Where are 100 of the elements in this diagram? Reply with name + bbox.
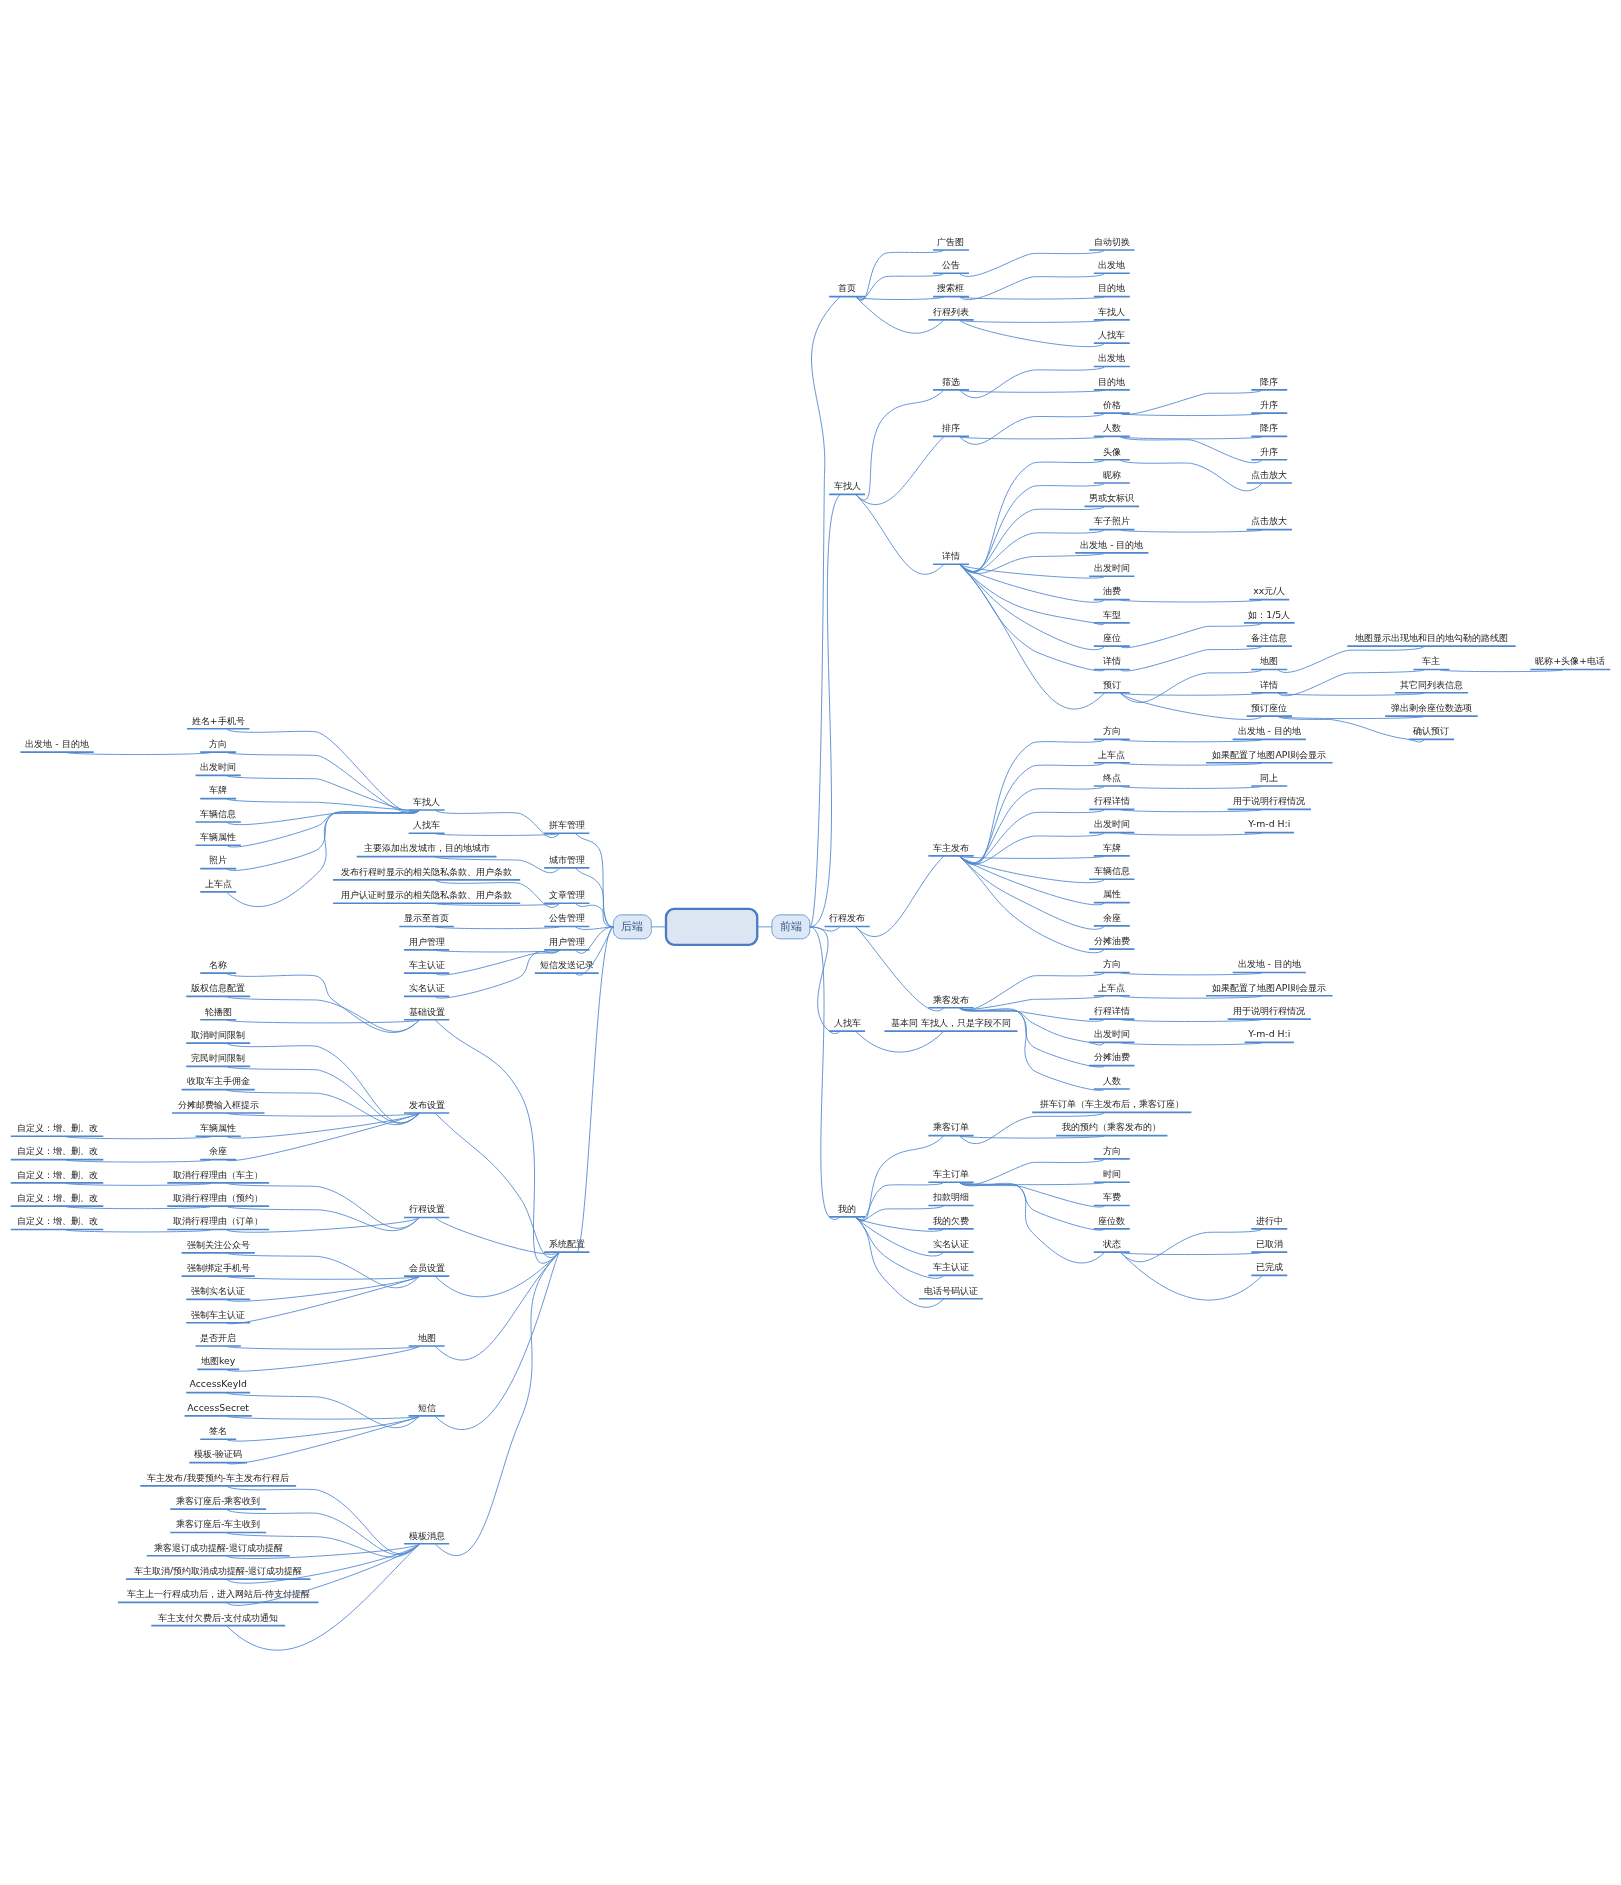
node-text: 系统配置 bbox=[548, 1237, 585, 1249]
connector bbox=[959, 855, 1105, 859]
node-text: 出发地 - 目的地 bbox=[1237, 958, 1301, 970]
connector bbox=[575, 926, 614, 976]
node-text: 完民时间限制 bbox=[191, 1052, 246, 1064]
connector bbox=[434, 949, 560, 976]
node-text: 出发时间 bbox=[1093, 562, 1130, 574]
connector bbox=[434, 856, 560, 874]
connector bbox=[959, 564, 1105, 710]
node-text: 基本同 车找人，只是字段不同 bbox=[891, 1016, 1011, 1028]
node-text: 城市管理 bbox=[548, 853, 585, 865]
connector bbox=[1120, 972, 1263, 976]
node-text: 扣款明细 bbox=[933, 1191, 969, 1203]
connector bbox=[959, 1182, 1105, 1186]
node-text: 签名 bbox=[209, 1425, 228, 1437]
connector bbox=[1120, 1252, 1263, 1301]
node-text: 已完成 bbox=[1255, 1261, 1283, 1273]
node-text: 昵称 bbox=[1102, 468, 1121, 480]
connector bbox=[959, 1182, 1105, 1264]
connector bbox=[226, 1532, 420, 1558]
connector bbox=[959, 436, 1105, 440]
node-text: 车主 bbox=[1422, 655, 1441, 667]
node-text: 自定义：增、删、改 bbox=[16, 1191, 98, 1203]
node-text: 取消时间限制 bbox=[191, 1028, 246, 1040]
node-text: 预订座位 bbox=[1251, 701, 1288, 713]
node-text: 出发时间 bbox=[1093, 818, 1130, 830]
node-text: 其它同列表信息 bbox=[1399, 678, 1463, 690]
connector bbox=[226, 728, 420, 814]
connector bbox=[226, 1252, 420, 1289]
connector bbox=[855, 1216, 945, 1232]
connector bbox=[855, 926, 945, 1012]
node-text: 拼车管理 bbox=[548, 819, 585, 831]
node-text: 主要添加出发城市，目的地城市 bbox=[363, 842, 490, 854]
connector bbox=[756, 926, 773, 928]
node-text: 收取车主手佣金 bbox=[186, 1075, 250, 1087]
connector bbox=[1120, 529, 1263, 533]
connector bbox=[959, 564, 1105, 626]
connector bbox=[959, 319, 1105, 348]
node-text: 方向 bbox=[209, 737, 228, 749]
node-text: 用户管理 bbox=[548, 935, 585, 947]
connector bbox=[1120, 1252, 1263, 1255]
node-text: 版权信息配置 bbox=[191, 982, 246, 994]
node-text: 车找人 bbox=[1098, 305, 1126, 317]
connector bbox=[855, 296, 945, 300]
connector bbox=[226, 1042, 420, 1124]
node-text: 短信发送记录 bbox=[539, 958, 594, 970]
node-text: 姓名+手机号 bbox=[191, 714, 245, 726]
node-text: 行程详情 bbox=[1093, 795, 1130, 807]
connector bbox=[650, 926, 667, 928]
connector bbox=[959, 1135, 1105, 1139]
connector bbox=[959, 564, 1105, 672]
node-text: 目的地 bbox=[1098, 282, 1126, 294]
node-text: 会员设置 bbox=[408, 1261, 445, 1273]
connector bbox=[1277, 716, 1425, 743]
connector bbox=[855, 1216, 945, 1257]
connector bbox=[65, 1159, 212, 1163]
connector bbox=[226, 809, 420, 871]
connector bbox=[959, 1007, 1105, 1068]
node-text: 方向 bbox=[1102, 958, 1121, 970]
connector bbox=[1120, 599, 1263, 603]
node-text: 人找车 bbox=[413, 819, 441, 831]
node-text: 是否开启 bbox=[200, 1331, 237, 1343]
connector bbox=[226, 1182, 420, 1229]
connector bbox=[1277, 716, 1425, 720]
connector bbox=[1277, 669, 1425, 697]
node-text: 车费 bbox=[1102, 1191, 1121, 1203]
connector bbox=[226, 973, 420, 1033]
node-text: 乘客发布 bbox=[933, 993, 969, 1005]
connector bbox=[226, 1415, 420, 1442]
node-text: 上车点 bbox=[1098, 981, 1126, 993]
node-text: 预订 bbox=[1102, 678, 1121, 690]
node-text: Y-m-d H:i bbox=[1248, 818, 1291, 830]
connector bbox=[226, 1543, 420, 1559]
node-text: 方向 bbox=[1102, 725, 1121, 737]
node-text: 筛选 bbox=[942, 375, 960, 387]
node-text: 自定义：增、删、改 bbox=[16, 1215, 98, 1227]
node-text: 出发地 - 目的地 bbox=[25, 737, 89, 749]
node-text: 油费 bbox=[1102, 585, 1121, 597]
node-box bbox=[664, 907, 759, 946]
node-text: 车找人 bbox=[833, 480, 861, 492]
node-text: 首页 bbox=[838, 282, 857, 294]
connector bbox=[1120, 692, 1263, 696]
connector bbox=[434, 833, 560, 836]
node-text: 车辆信息 bbox=[1093, 865, 1130, 877]
connector bbox=[959, 855, 1105, 930]
connector bbox=[809, 296, 841, 928]
node-text: 目的地 bbox=[1098, 375, 1126, 387]
node-text: 自定义：增、删、改 bbox=[16, 1122, 98, 1134]
connector bbox=[1120, 389, 1263, 415]
connector bbox=[434, 879, 560, 908]
node-text: 升序 bbox=[1260, 398, 1279, 410]
node-text: 行程详情 bbox=[1093, 1004, 1130, 1016]
connector bbox=[959, 366, 1105, 399]
node-text: 出发地 bbox=[1098, 352, 1126, 364]
connector bbox=[226, 1112, 420, 1139]
connector bbox=[959, 273, 1105, 301]
node-text: 车子照片 bbox=[1093, 515, 1130, 527]
node-text: Y-m-d H:i bbox=[1248, 1028, 1291, 1040]
node-text: 用于说明行程情况 bbox=[1233, 795, 1306, 807]
connector bbox=[575, 833, 614, 928]
